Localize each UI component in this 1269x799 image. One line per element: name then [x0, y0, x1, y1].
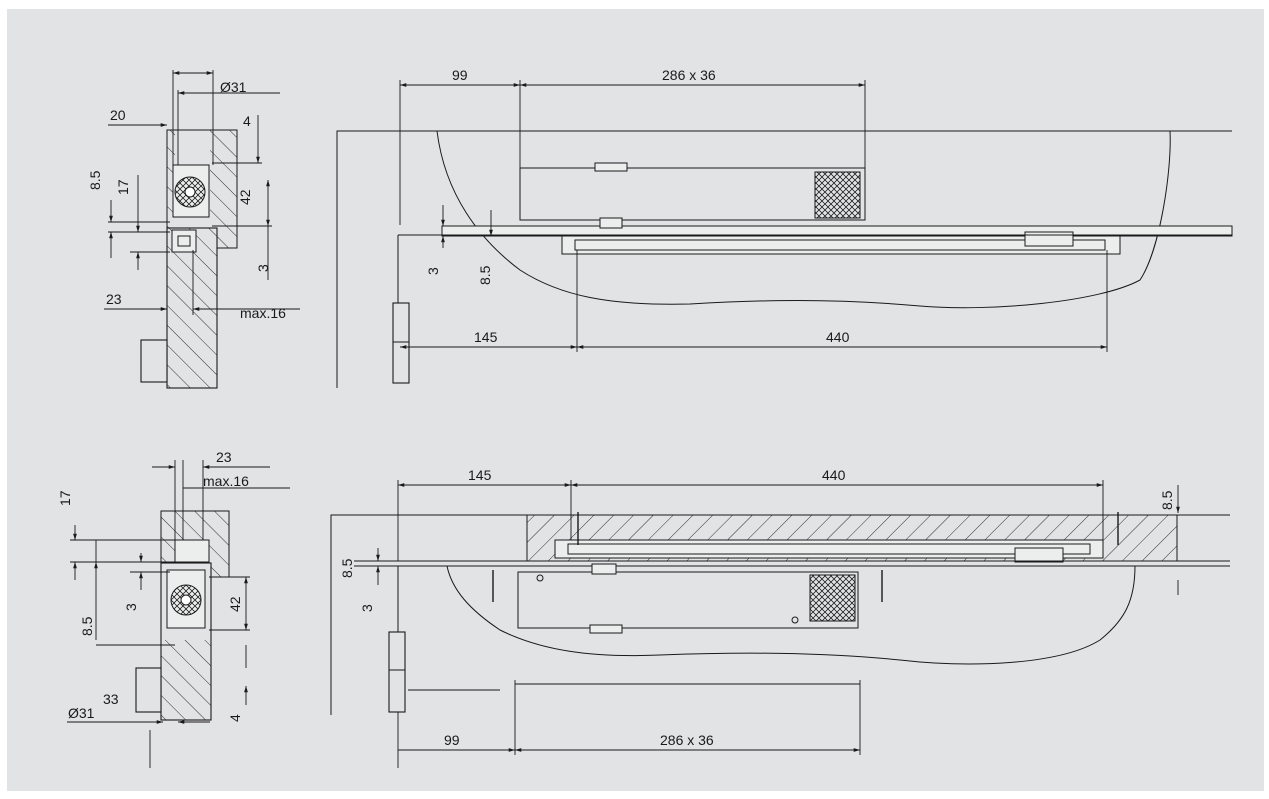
label-bottom-side-3: 3 [123, 603, 139, 611]
closer-gear-icon [814, 171, 861, 219]
hinge-block [140, 339, 168, 383]
slider-block [1024, 231, 1074, 247]
label-bottom-plan-cutout: 286 x 36 [660, 732, 714, 748]
label-bottom-plan-8-5: 8.5 [339, 558, 355, 578]
hinge-block [135, 667, 162, 713]
slide-rail [174, 539, 210, 563]
label-top-plan-8-5: 8.5 [477, 265, 493, 285]
label-top-side-dia: Ø31 [220, 79, 247, 95]
top-side-view [104, 70, 300, 389]
closer-gear-icon [809, 574, 856, 622]
label-top-plan-cutout: 286 x 36 [662, 67, 716, 83]
label-bottom-side-4: 4 [227, 714, 243, 722]
label-bottom-side-dia: Ø31 [68, 705, 95, 721]
label-bottom-side-42: 42 [227, 596, 243, 612]
label-top-plan-99: 99 [452, 67, 468, 83]
label-top-side-max16: max.16 [240, 305, 286, 321]
label-top-side-8-5: 8.5 [87, 170, 103, 190]
label-bottom-side-8-5: 8.5 [79, 616, 95, 636]
label-bottom-side-23: 23 [216, 449, 232, 465]
top-plan-view [336, 80, 1233, 388]
label-top-side-20: 20 [110, 107, 126, 123]
hinge [392, 302, 410, 384]
label-top-side-23: 23 [106, 291, 122, 307]
label-top-plan-145: 145 [474, 329, 498, 345]
label-bottom-side-33: 33 [103, 691, 119, 707]
bottom-side-view [67, 460, 290, 768]
label-bottom-plan-145: 145 [468, 467, 492, 483]
label-bottom-plan-440: 440 [822, 467, 846, 483]
closer-cutout [517, 571, 859, 629]
door-leaf-hatched [436, 130, 1171, 309]
slider-block [1014, 547, 1064, 563]
label-top-plan-3: 3 [425, 267, 441, 275]
label-top-side-4: 4 [243, 113, 251, 129]
label-bottom-side-max16: max.16 [203, 473, 249, 489]
label-bottom-plan-99: 99 [444, 732, 460, 748]
label-top-side-3: 3 [255, 264, 271, 272]
bottom-plan-view [330, 480, 1230, 768]
label-top-side-42: 42 [237, 189, 253, 205]
label-bottom-plan-8-5-right: 8.5 [1159, 490, 1175, 510]
closer-cutout [519, 167, 866, 221]
hinge [388, 631, 406, 713]
label-top-plan-440: 440 [826, 329, 850, 345]
label-top-side-17: 17 [115, 179, 131, 195]
label-bottom-plan-3: 3 [359, 604, 375, 612]
door-leaf-hatched [446, 565, 1136, 665]
label-bottom-side-17: 17 [57, 490, 73, 506]
